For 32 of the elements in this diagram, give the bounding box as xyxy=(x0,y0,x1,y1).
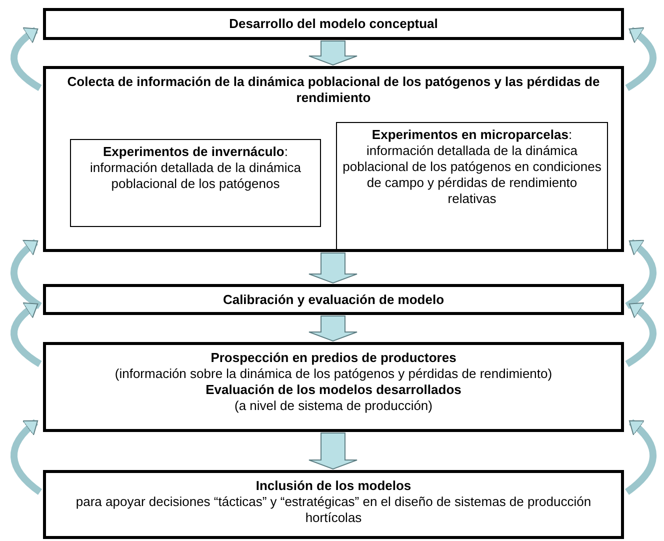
box-heading: Experimentos en microparcelas: xyxy=(372,127,572,143)
process-box xyxy=(43,470,624,539)
box-heading: Inclusión de los modelos xyxy=(256,478,412,494)
curved-feedback-arrow xyxy=(10,419,42,495)
sub-box xyxy=(336,122,608,250)
box-heading: Desarrollo del modelo conceptual xyxy=(229,16,438,32)
curved-feedback-arrow xyxy=(625,239,656,309)
box-text: Evaluación de los modelos desarrollados xyxy=(206,382,462,398)
box-text: (información sobre la dinámica de los patógenos y pérdidas de rendimiento) xyxy=(114,366,552,382)
process-box xyxy=(43,8,624,40)
curved-feedback-arrow xyxy=(624,419,656,495)
box-heading: Colecta de información de la dinámica poblacional de los patógenos y las pérdidas de rendimiento xyxy=(66,74,601,106)
block-arrow xyxy=(308,252,358,284)
box-heading: Calibración y evaluación de modelo xyxy=(222,292,444,308)
curved-feedback-arrow xyxy=(10,302,42,367)
box-text: información detallada de la dinámica poblacional de los patógenos xyxy=(88,160,302,192)
sub-box xyxy=(70,139,321,227)
block-arrow xyxy=(308,432,358,470)
process-box xyxy=(43,284,624,315)
process-box xyxy=(43,66,624,252)
block-arrow xyxy=(308,316,358,342)
process-box xyxy=(43,342,624,432)
curved-feedback-arrow xyxy=(10,239,42,309)
curved-feedback-arrow xyxy=(625,302,656,367)
box-text: para apoyar decisiones “tácticas” y “estratégicas” en el diseño de sistemas de producción hortícolas xyxy=(74,494,592,526)
box-text: información detallada de la dinámica poblacional de los patógenos en condiciones de campo y pérdidas de rendimiento relativas xyxy=(342,143,602,207)
box-text: (a nivel de sistema de producción) xyxy=(234,398,432,414)
block-arrow xyxy=(308,40,358,66)
curved-feedback-arrow xyxy=(625,27,656,91)
box-heading: Experimentos de invernáculo: xyxy=(103,144,288,160)
curved-feedback-arrow xyxy=(10,27,42,91)
box-heading: Prospección en predios de productores xyxy=(210,350,456,366)
